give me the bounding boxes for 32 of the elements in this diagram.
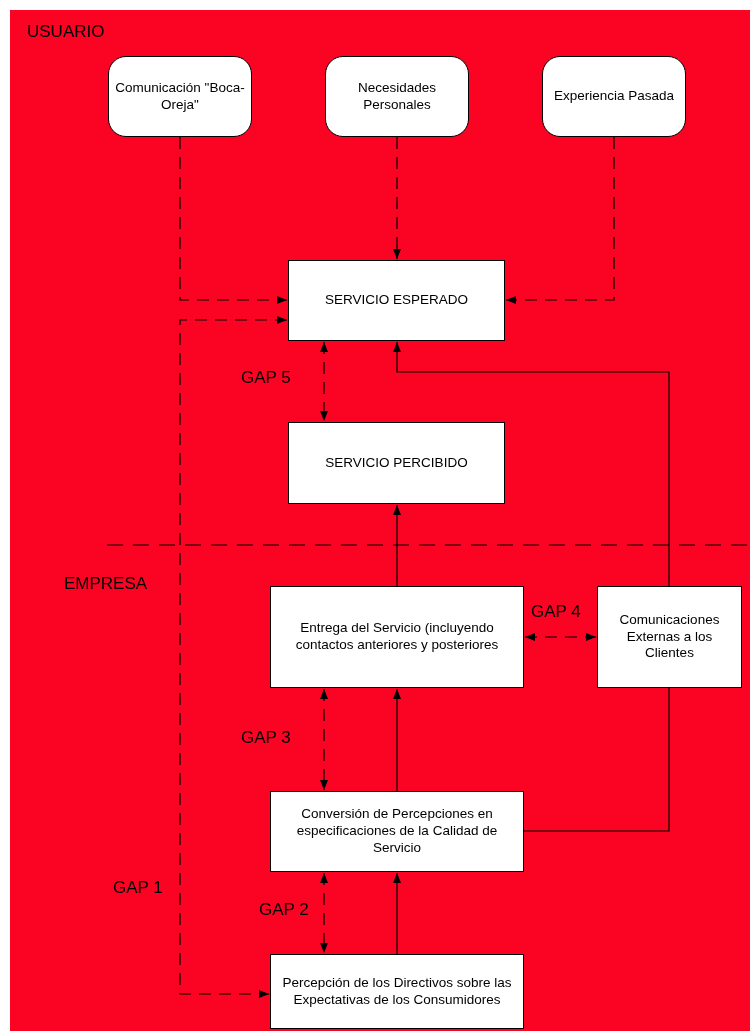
arrow <box>393 341 670 587</box>
process-box <box>270 586 524 688</box>
source-box <box>542 56 686 137</box>
node-text: Comunicación "Boca-Oreja" <box>114 79 246 114</box>
dashed-arrow <box>179 316 288 998</box>
node-text: Necesidades Personales <box>356 79 437 114</box>
process-box <box>270 791 524 872</box>
source-box <box>325 56 469 137</box>
dashed-arrow <box>320 872 328 954</box>
node-text: SERVICIO ESPERADO <box>324 292 468 309</box>
dashed-arrow <box>505 136 615 304</box>
node-text: SERVICIO PERCIBIDO <box>325 454 468 472</box>
process-box <box>270 954 524 1029</box>
dashed-arrow <box>393 136 401 260</box>
source-box <box>108 56 252 137</box>
node-text: Conversión de Percepciones en especificaciones de la Calidad de Servicio <box>295 806 499 857</box>
node-text: Entrega del Servicio (incluyendo contactos anteriores y posteriores <box>294 620 500 654</box>
node-text: Experiencia Pasada <box>553 88 675 105</box>
dashed-arrow <box>320 341 328 422</box>
node-text: Percepción de los Directivos sobre las Expectativas de los Consumidores <box>281 974 513 1009</box>
dashed-arrow <box>524 633 597 641</box>
process-box <box>597 586 742 688</box>
dashed-arrow <box>320 688 328 791</box>
arrow <box>393 688 401 792</box>
arrow <box>393 504 401 587</box>
node-text: Comunicaciones Externas a los Clientes <box>618 611 721 663</box>
process-box <box>288 260 505 341</box>
arrow <box>393 872 401 955</box>
section-label: EMPRESA <box>64 574 148 594</box>
section-label: USUARIO <box>27 22 105 42</box>
dashed-arrow <box>179 136 288 304</box>
process-box <box>288 422 505 504</box>
